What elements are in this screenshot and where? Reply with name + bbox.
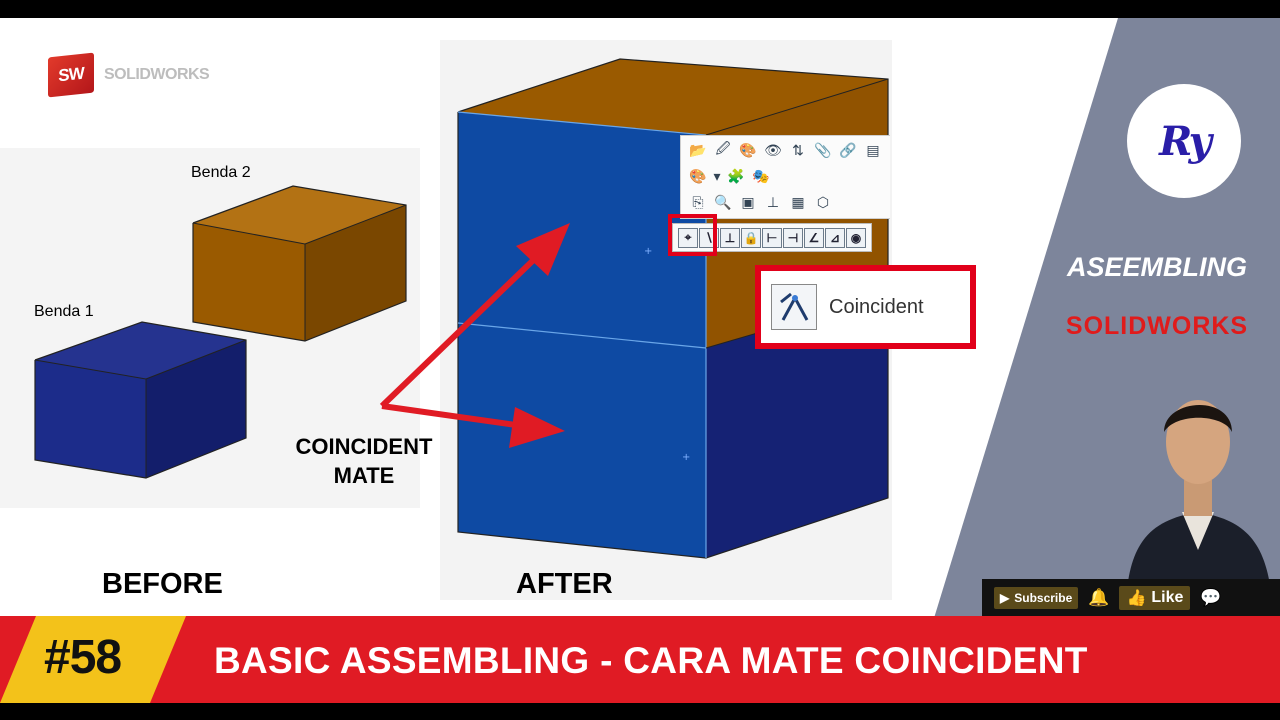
toolbar-row-3: ⎘ 🔍 ▣ ⊥ ▦ ⬡ (681, 188, 890, 214)
toolbar-row-1: 📂 🖉 🎨 👁 ⇅ 📎 🔗 ▤ (681, 136, 890, 162)
thumbs-up-icon: 👍 (1126, 589, 1147, 607)
footer-bar (0, 616, 1280, 703)
video-title: BASIC ASSEMBLING - CARA MATE COINCIDENT (214, 640, 1088, 681)
subscribe-label: Subscribe (1014, 590, 1073, 605)
sort-icon[interactable]: ⇅ (792, 141, 804, 158)
presenter-avatar (1126, 400, 1272, 600)
episode-number: #58 (44, 631, 122, 684)
component-icon[interactable]: 🧩 (727, 167, 745, 184)
concentric-mate-icon[interactable]: ◉ (846, 227, 866, 248)
like-label: Like (1151, 588, 1184, 606)
coincident-highlight-box (668, 214, 717, 256)
view-orientation-icon[interactable]: ▦ (791, 193, 805, 210)
width-mate-icon[interactable]: ⊣ (783, 227, 803, 248)
visibility-icon[interactable]: 👁 (764, 141, 782, 158)
toolbar-row-2: 🎨 ▾ 🧩 🎭 (681, 162, 890, 188)
coincident-callout: Coincident (755, 265, 976, 349)
edit-icon[interactable]: 🖉 (715, 140, 731, 156)
dropdown-icon[interactable]: ▾ (713, 167, 721, 184)
subscribe-button[interactable]: ▶ Subscribe (994, 586, 1079, 609)
symmetric-mate-icon[interactable]: ⊿ (825, 227, 845, 248)
thumbnail-canvas: + + SW SOLIDWORKS Benda 2 Benda 1 COINCI… (0, 18, 1280, 703)
mate-label-text: COINCIDENT MATE (295, 434, 433, 488)
section-icon[interactable]: ▣ (741, 193, 755, 210)
channel-logo: Ry (1127, 84, 1241, 198)
normal-to-icon[interactable]: ⊥ (766, 193, 780, 210)
sw-logo-icon: SW (48, 52, 94, 98)
open-part-icon[interactable]: 📂 (689, 141, 707, 158)
coincident-icon (771, 284, 817, 330)
isometric-icon[interactable]: ⬡ (816, 193, 830, 210)
coincident-mate-icon[interactable]: ⌖ (678, 227, 698, 248)
solidworks-logo: SW SOLIDWORKS (48, 52, 210, 98)
channel-logo-text: Ry (1159, 117, 1212, 165)
appearance-icon[interactable]: 🎨 (739, 141, 757, 158)
mate-arrows (379, 223, 570, 448)
color-icon[interactable]: 🎨 (689, 167, 707, 184)
bell-icon[interactable]: 🔔 (1088, 587, 1110, 607)
svg-text:+: + (644, 246, 652, 257)
attach-icon[interactable]: 📎 (814, 141, 832, 158)
brand-name: SOLIDWORKS (104, 66, 210, 83)
before-label: BEFORE (102, 568, 223, 600)
callout-label: Coincident (829, 295, 924, 318)
svg-text:+: + (682, 452, 690, 463)
list-icon[interactable]: ▤ (866, 141, 880, 158)
distance-mate-icon[interactable]: ⊢ (762, 227, 782, 248)
coincident-mate-label: COINCIDENT MATE (278, 432, 450, 490)
comment-icon[interactable]: 💬 (1200, 587, 1222, 607)
episode-badge (0, 616, 186, 703)
side-title-line1: ASEEMBLING (1066, 252, 1247, 282)
part1-box (34, 321, 247, 479)
zoom-icon[interactable]: 🔍 (714, 193, 732, 210)
context-toolbar: 📂 🖉 🎨 👁 ⇅ 📎 🔗 ▤ 🎨 ▾ 🧩 🎭 ⎘ 🔍 ▣ ⊥ ▦ ⬡ (680, 135, 890, 219)
like-button[interactable]: 👍 Like (1119, 585, 1191, 610)
perpendicular-mate-icon[interactable]: ⊥ (720, 227, 740, 248)
after-label: AFTER (516, 568, 613, 600)
display-state-icon[interactable]: 🎭 (752, 167, 770, 184)
youtube-actions: ▶ Subscribe 🔔 👍 Like 💬 (982, 579, 1280, 616)
lock-mate-icon[interactable]: 🔒 (741, 227, 761, 248)
copy-icon[interactable]: ⎘ (692, 193, 704, 210)
link-icon[interactable]: 🔗 (839, 141, 857, 158)
part1-label: Benda 1 (34, 303, 94, 320)
play-icon: ▶ (1000, 590, 1010, 605)
side-title-line2: SOLIDWORKS (1065, 312, 1249, 340)
angle-mate-icon[interactable]: ∠ (804, 227, 824, 248)
part2-box (192, 185, 407, 342)
part2-label: Benda 2 (191, 164, 251, 181)
